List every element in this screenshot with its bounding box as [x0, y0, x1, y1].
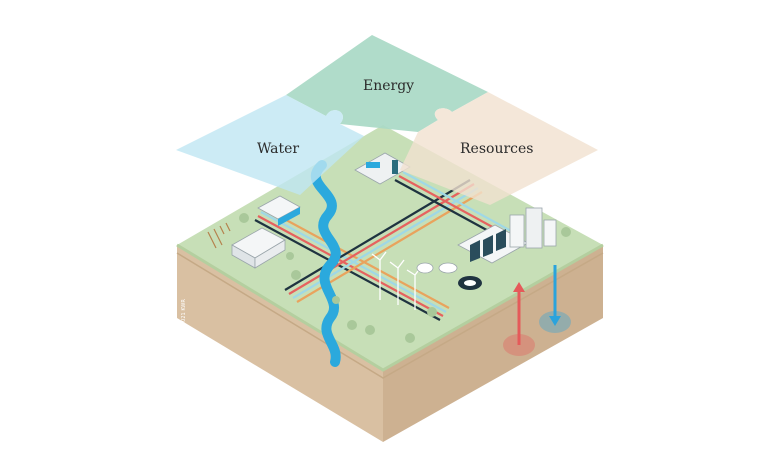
trees [239, 213, 571, 343]
city-buildings [457, 207, 557, 264]
puzzle-piece-water [176, 95, 364, 195]
soil-right-face [383, 245, 603, 442]
soil-left-face [177, 245, 383, 442]
copyright-text: ©2021 KWR [180, 299, 187, 330]
water-label: Water [257, 141, 299, 157]
puzzle-piece-resources [400, 92, 598, 205]
energy-label: Energy [363, 78, 414, 94]
geothermal-wells [503, 265, 571, 356]
resources-label: Resources [460, 141, 533, 157]
river [310, 160, 341, 367]
puzzle-piece-energy [286, 35, 488, 132]
water-treatment-building [257, 195, 301, 226]
wind-turbines [371, 251, 422, 310]
digester-tanks [416, 262, 482, 290]
greenhouse-building [231, 227, 286, 269]
crop-field [207, 222, 231, 249]
